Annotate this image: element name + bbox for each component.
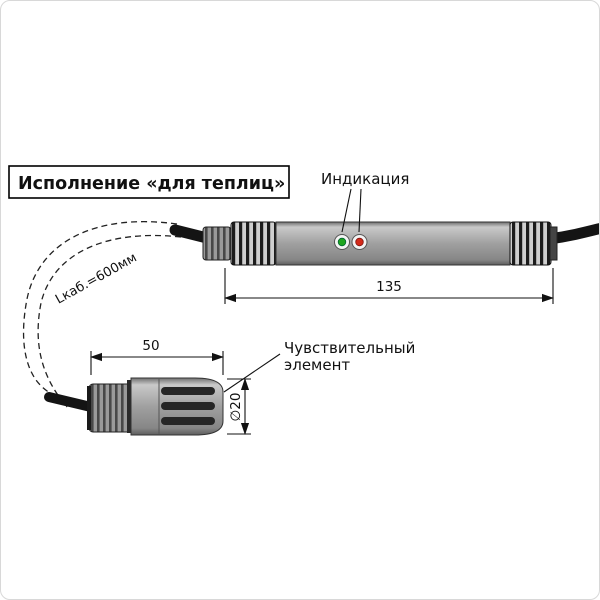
probe-slot (161, 417, 215, 425)
sensitive-element-label-line2: элемент (284, 356, 350, 374)
right-end-cap (549, 226, 558, 261)
probe-slot (161, 402, 215, 410)
left-knurl-ring (230, 221, 277, 266)
cable-dashed-outline-top (22, 221, 178, 398)
sensitive-element-leader (223, 353, 281, 393)
probe-view (44, 377, 224, 436)
indication-label: Индикация (321, 170, 409, 188)
cable-left-stub (169, 224, 213, 244)
sensor-top-view (169, 221, 599, 266)
cable-dashed-outline-bottom (37, 234, 182, 408)
dimension-probe-length: 50 (90, 338, 224, 375)
title-box-frame (8, 165, 290, 199)
green-led (337, 237, 347, 247)
body-length-value: 135 (376, 279, 402, 295)
sensor-body (275, 221, 511, 266)
dimension-body-length: 135 (224, 268, 554, 304)
probe-coupling-ring-right (127, 380, 132, 433)
indication-leader-right (358, 188, 362, 233)
probe-coupling-ring-left (87, 386, 91, 430)
red-led (355, 237, 364, 247)
probe-cable-stub (44, 392, 96, 412)
dimension-probe-diameter: ∅20 (227, 378, 251, 435)
left-coupling-nut (202, 226, 232, 261)
cable-length-label: Lкаб.=600мм (53, 250, 139, 307)
title-box-label: Исполнение «для теплиц» (18, 174, 285, 194)
indication-leader-left (341, 188, 352, 233)
right-knurl-ring (509, 221, 552, 266)
sensitive-element-label-line1: Чувствительный (284, 339, 415, 357)
probe-coupling (88, 383, 132, 433)
probe-diameter-value: ∅20 (228, 393, 244, 422)
probe-slot (161, 387, 215, 395)
title-box: Исполнение «для теплиц» (8, 165, 290, 199)
probe-length-value: 50 (142, 338, 159, 354)
